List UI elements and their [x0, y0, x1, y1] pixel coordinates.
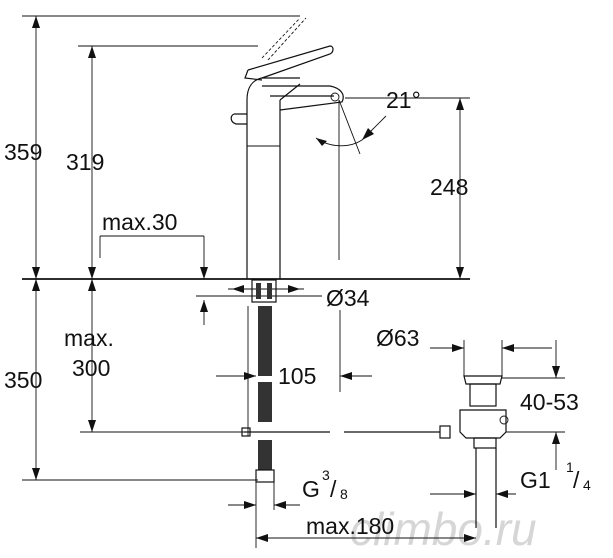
dim-spout-height — [78, 45, 258, 279]
aerator-icon — [330, 92, 340, 102]
dim-max-depth — [80, 279, 246, 433]
dim-spout-tip-height-label: 248 — [430, 174, 468, 200]
dim-thread-g-slash: / — [330, 476, 337, 502]
dim-max-depth-label: 300 — [72, 355, 110, 381]
dim-max-width — [256, 534, 476, 542]
dim-offset-label: 105 — [278, 363, 316, 389]
dim-max-thickness — [99, 235, 208, 325]
dim-thread-g — [228, 482, 300, 548]
dim-angle-label: 21° — [386, 87, 421, 113]
watermark: climbo.ru — [350, 503, 537, 555]
dim-below-height — [22, 279, 258, 481]
popup-rod — [241, 425, 451, 439]
dim-thread-g1-label: G1 — [520, 467, 551, 493]
dim-spout-tip-height — [345, 97, 470, 279]
dim-spout-height-label: 319 — [66, 149, 104, 175]
dim-total-height-label: 359 — [4, 139, 42, 165]
faucet-body — [230, 17, 344, 279]
dim-below-height-label: 350 — [4, 367, 42, 393]
dim-thread-g1-sub: 4 — [583, 477, 591, 493]
dim-hole-diameter-label: Ø34 — [326, 285, 370, 311]
dim-thread-g-label: G — [302, 476, 320, 502]
mounting-assembly — [196, 279, 304, 303]
dim-angle — [315, 99, 387, 260]
dim-thread-g1-sup: 1 — [566, 459, 574, 475]
dim-thread-g-sub: 8 — [340, 486, 348, 502]
waste-fitting — [459, 375, 509, 528]
dim-max-thickness-label: max.30 — [102, 209, 177, 235]
dim-waste-range — [502, 340, 565, 470]
dim-thread-g1-slash: / — [573, 467, 580, 493]
dim-max-label: max. — [64, 325, 114, 351]
dim-waste-diameter — [430, 340, 552, 376]
dim-waste-diameter-label: Ø63 — [376, 325, 419, 351]
dim-thread-g-sup: 3 — [322, 467, 330, 483]
dim-max-width-label: max.180 — [306, 513, 394, 539]
dim-thread-g1 — [430, 490, 516, 498]
dim-total-height — [22, 15, 300, 279]
supply-hoses — [247, 306, 275, 483]
dim-offset — [216, 310, 372, 392]
dim-waste-range-label: 40-53 — [520, 389, 579, 415]
